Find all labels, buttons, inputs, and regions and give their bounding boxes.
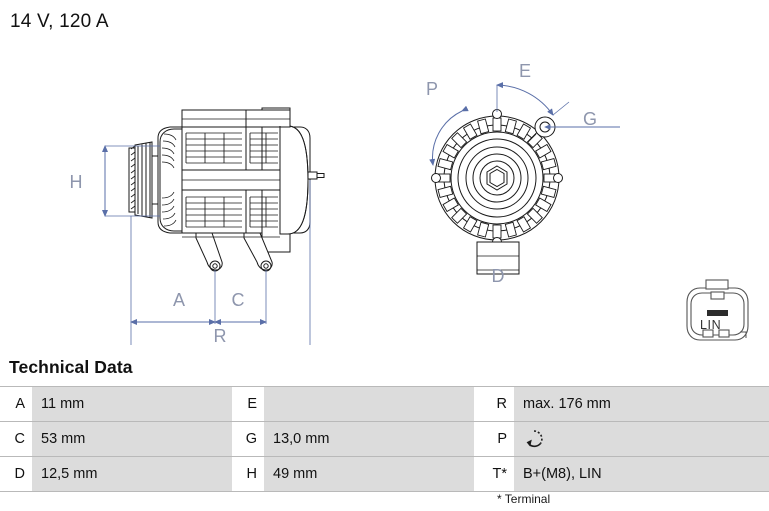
table-row: A 11 mm E R max. 176 mm <box>0 386 769 422</box>
row-value-h: 49 mm <box>264 456 474 492</box>
row-label-d: D <box>0 456 32 492</box>
table-row: C 53 mm G 13,0 mm P <box>0 421 769 457</box>
row-value-r: max. 176 mm <box>514 386 769 422</box>
dimension-label-e: E <box>519 61 531 81</box>
rotation-direction-icon <box>523 428 545 450</box>
technical-drawing-area: H A C R <box>0 30 769 345</box>
technical-data-table: A 11 mm E R max. 176 mm C 53 mm G 13,0 m… <box>0 386 769 492</box>
dimension-label-h: H <box>70 172 83 192</box>
row-value-p <box>514 421 769 457</box>
dimension-label-r: R <box>214 326 227 345</box>
row-label-r: R <box>474 386 514 422</box>
end-view-dimensions <box>429 82 620 166</box>
lin-connector-label: LIN <box>700 318 722 332</box>
pulley <box>128 141 159 219</box>
dimension-label-p: P <box>426 79 438 99</box>
alternator-side-view <box>128 107 325 272</box>
side-view-dimensions <box>102 145 311 345</box>
row-label-p: P <box>474 421 514 457</box>
page-title: 14 V, 120 A <box>10 11 109 32</box>
row-value-t: B+(M8), LIN <box>514 456 769 492</box>
row-value-e <box>264 386 474 422</box>
row-label-h: H <box>232 456 264 492</box>
row-value-c: 53 mm <box>32 421 232 457</box>
row-label-e: E <box>232 386 264 422</box>
dimension-arc-e <box>496 82 554 116</box>
dimension-label-a: A <box>173 290 185 310</box>
row-label-t: T* <box>474 456 514 492</box>
alternator-body <box>157 107 325 272</box>
row-value-g: 13,0 mm <box>264 421 474 457</box>
end-view-dimension-labels: E G P D <box>426 61 597 286</box>
table-footnote: * Terminal <box>497 492 551 506</box>
row-label-a: A <box>0 386 32 422</box>
technical-data-heading: Technical Data <box>9 357 133 377</box>
dimension-label-c: C <box>232 290 245 310</box>
rotation-arrow-p <box>429 105 469 166</box>
dimension-label-g: G <box>583 109 597 129</box>
table-row: D 12,5 mm H 49 mm T* B+(M8), LIN <box>0 456 769 492</box>
row-label-g: G <box>232 421 264 457</box>
lin-connector-drawing <box>686 279 749 341</box>
alternator-end-view <box>431 109 563 275</box>
side-view-dimension-labels: H A C R <box>70 172 245 345</box>
row-label-c: C <box>0 421 32 457</box>
row-value-a: 11 mm <box>32 386 232 422</box>
dimension-label-d: D <box>492 266 505 286</box>
row-value-d: 12,5 mm <box>32 456 232 492</box>
